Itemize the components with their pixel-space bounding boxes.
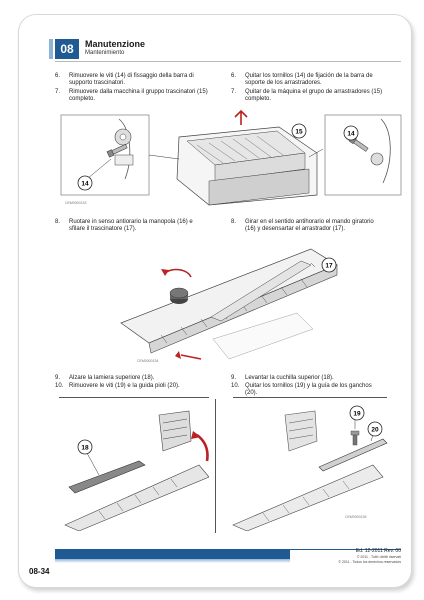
step-number: 10. [55,383,64,389]
figure-3-left: 18 [59,401,209,531]
figure-1: 14 15 14 CEM0000133 [59,109,403,209]
figure-3-right-drawing: 19 20 [232,405,388,531]
step-number: 8. [231,219,237,225]
figure-2-drawing: 17 [120,248,338,360]
chapter-subtitle: Mantenimiento [85,50,125,56]
copyright-it: © 2011 - Tutti i diritti riservati [356,555,401,559]
step-number: 6. [231,73,237,79]
step-text: Quitar de la máquina el grupo de arrastr… [245,89,383,103]
step-text: Quitar los tornillos (19) y la guía de l… [245,383,372,397]
callout-18-label: 18 [81,445,89,452]
step-number: 8. [55,219,61,225]
callout-18: 18 [77,439,93,455]
figure-1-code: CEM0000133 [65,201,87,205]
step-text: Girar en el sentido antihorario el mando… [245,219,374,233]
figure-3-right-rule [233,397,387,398]
header-rule [55,61,401,62]
figure-3-divider [215,399,216,533]
step-text: Rimuovere dalla macchina il gruppo trasc… [69,89,208,103]
step-number: 7. [55,89,61,95]
figure-3-code: CEM0000135 [345,515,367,519]
step-text: Rimuovere le viti (19) e la guida pioli … [69,383,180,389]
page-number: 08-34 [29,567,50,576]
step-text: Alzare la lamiera superiore (18). [69,375,155,381]
callout-20-label: 20 [371,427,379,434]
chapter-title: Manutenzione [85,39,145,49]
copyright-es: © 2011 - Todos los derechos reservados [338,560,401,564]
step-text: Quitar los tornillos (14) de fijación de… [245,73,373,87]
step-text: Levantar la cuchilla superior (18). [245,375,334,381]
callout-14-left-label: 14 [81,181,89,188]
figure-3-left-drawing: 18 [64,410,209,531]
step-text: Rimuovere le viti (14) di fissaggio dell… [69,73,194,87]
callout-14-right: 14 [343,125,359,141]
figure-3-left-rule [59,397,209,398]
callout-14-right-label: 14 [347,131,355,138]
step-text: Ruotare in senso antiorario la manopola … [69,219,193,233]
callout-19-label: 19 [353,411,361,418]
step-number: 9. [231,375,237,381]
callout-15: 15 [291,123,307,139]
footer-bar-shade [55,559,290,563]
step-number: 10. [231,383,240,389]
figure-2-code: CEM0000134 [137,359,159,363]
figure-1-drawing: 14 15 14 [60,109,402,206]
figure-2: 17 CEM0000134 [101,239,361,369]
callout-19: 19 [349,405,365,421]
footer-bar [55,549,290,559]
step-number: 7. [231,89,237,95]
step-number: 6. [55,73,61,79]
callout-14-left: 14 [77,175,93,191]
chapter-number: 08 [55,39,79,59]
callout-17: 17 [321,257,337,273]
figure-3-right: 19 20 CEM0000135 [223,401,389,531]
edition-label: Ed. 12-2011 Rev. 00 [355,548,401,554]
manual-page: 08 Manutenzione Mantenimiento 6. Rimuove… [18,14,412,588]
step-number: 9. [55,375,61,381]
callout-20: 20 [367,421,383,437]
callout-17-label: 17 [325,263,333,270]
callout-15-label: 15 [295,129,303,136]
chapter-stripe [49,39,53,59]
